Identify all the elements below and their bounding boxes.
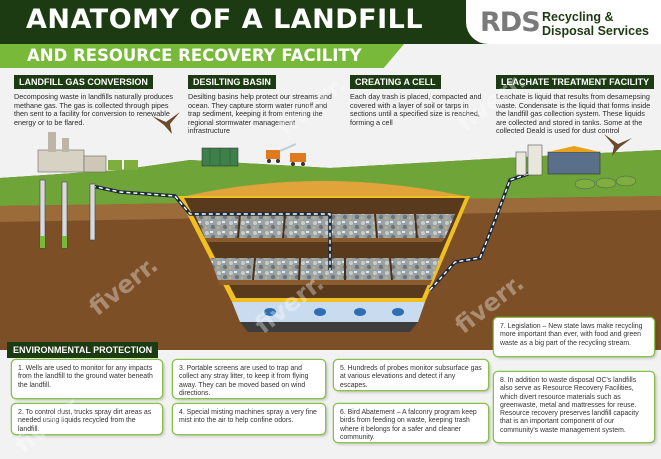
leachate-tank-icon xyxy=(515,144,637,190)
section-heading: DESILTING BASIN xyxy=(188,75,276,89)
power-plant-icon xyxy=(37,132,138,173)
company-logo: RDS Recycling & Disposal Services xyxy=(466,0,661,44)
leachate-collection-layer xyxy=(232,302,425,322)
landfill-cross-section-illustration xyxy=(0,132,661,350)
environmental-protection-heading: ENVIRONMENTAL PROTECTION xyxy=(7,342,159,358)
cover-soil-layer xyxy=(186,181,464,196)
logo-text-line-1: Recycling & xyxy=(542,10,614,24)
info-card-6: 6. Bird Abatement – A falconry program k… xyxy=(334,404,488,442)
info-card-4: 4. Special misting machines spray a very… xyxy=(173,404,325,434)
subtitle-banner: AND RESOURCE RECOVERY FACILITY xyxy=(0,44,404,68)
info-card-text: 2. To control dust, trucks spray dirt ar… xyxy=(18,409,152,433)
waste-cell-layer xyxy=(210,258,440,280)
info-card-5: 5. Hundreds of probes monitor subsurface… xyxy=(334,360,488,390)
info-card-1: 1. Wells are used to monitor for any imp… xyxy=(12,360,162,398)
waste-cell-layer xyxy=(195,214,455,238)
info-card-7: 7. Legislation – New state laws make rec… xyxy=(494,318,654,356)
portable-screen-icon xyxy=(201,147,239,167)
truck-icon xyxy=(290,153,306,166)
info-card-text: 6. Bird Abatement – A falconry program k… xyxy=(340,409,477,441)
section-heading: LEACHATE TREATMENT FACILITY xyxy=(496,75,655,89)
info-card-text: 3. Portable screens are used to trap and… xyxy=(179,365,309,397)
section-desilting-basin: DESILTING BASIN Desilting basins help pr… xyxy=(188,72,334,136)
misting-machine-icon xyxy=(266,143,297,163)
info-card-text: 1. Wells are used to monitor for any imp… xyxy=(18,365,153,389)
section-description: Each day trash is placed, compacted and … xyxy=(350,92,482,127)
page-title: ANATOMY OF A LANDFILL xyxy=(26,4,424,35)
logo-mark: RDS xyxy=(480,7,541,38)
section-landfill-gas-conversion: LANDFILL GAS CONVERSION Decomposing wast… xyxy=(14,72,174,127)
info-card-8: 8. In addition to waste disposal OC's la… xyxy=(494,372,654,442)
falcon-icon xyxy=(604,134,632,156)
falcon-icon xyxy=(152,112,180,134)
section-heading: LANDFILL GAS CONVERSION xyxy=(14,75,153,89)
section-leachate-treatment: LEACHATE TREATMENT FACILITY Leachate is … xyxy=(496,72,655,136)
treatment-building-icon xyxy=(547,146,601,175)
section-description: Desilting basins help protect our stream… xyxy=(188,92,332,136)
info-card-text: 8. In addition to waste disposal OC's la… xyxy=(500,377,639,434)
monitoring-well-icon xyxy=(39,179,96,249)
info-card-2: 2. To control dust, trucks spray dirt ar… xyxy=(12,404,162,434)
info-card-text: 7. Legislation – New state laws make rec… xyxy=(500,323,643,347)
landfill-pit xyxy=(178,181,470,332)
section-description: Leachate is liquid that results from des… xyxy=(496,92,651,136)
info-card-text: 4. Special misting machines spray a very… xyxy=(179,409,317,425)
section-creating-a-cell: CREATING A CELL Each day trash is placed… xyxy=(350,72,485,127)
section-heading: CREATING A CELL xyxy=(350,75,441,89)
page-subtitle: AND RESOURCE RECOVERY FACILITY xyxy=(27,46,362,65)
logo-text-line-2: Disposal Services xyxy=(542,24,650,38)
header-bar: ANATOMY OF A LANDFILL RDS Recycling & Di… xyxy=(0,0,661,44)
section-description: Decomposing waste in landfills naturally… xyxy=(14,92,174,127)
info-card-3: 3. Portable screens are used to trap and… xyxy=(173,360,325,398)
info-card-text: 5. Hundreds of probes monitor subsurface… xyxy=(340,365,482,389)
